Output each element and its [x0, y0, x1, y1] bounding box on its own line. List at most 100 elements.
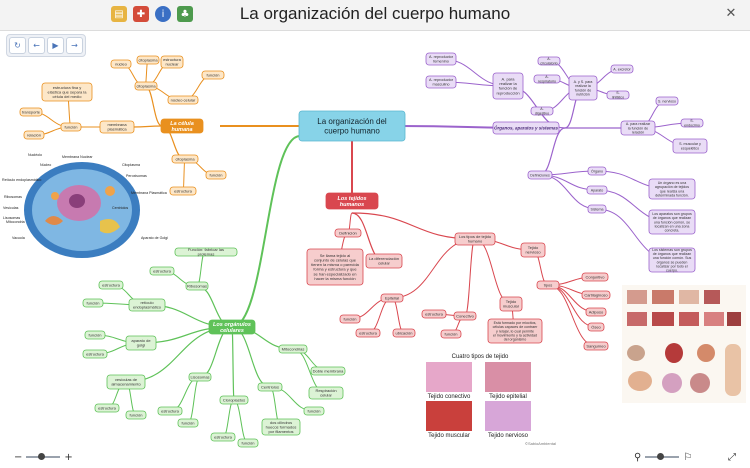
back-icon[interactable]: ←: [28, 37, 45, 54]
organulos-node[interactable]: Mitocondrias: [278, 344, 308, 354]
organulos-node[interactable]: función: [84, 330, 106, 340]
organos-node[interactable]: Sistema: [587, 204, 607, 214]
celula-node[interactable]: citoplasma: [136, 55, 160, 65]
tejidos-node[interactable]: Sanguíneo: [583, 341, 609, 351]
tejidos-node[interactable]: Cartilaginoso: [581, 290, 611, 300]
organulos-node[interactable]: estructura: [82, 349, 108, 359]
celula-node[interactable]: citoplasma: [171, 154, 199, 164]
tejidos-node[interactable]: Epitelial: [380, 293, 404, 303]
zoom-out-icon[interactable]: −: [14, 451, 23, 463]
tejidos-node[interactable]: Está formado por miocitos,células capace…: [487, 318, 543, 344]
tejidos-node[interactable]: estructura: [355, 328, 381, 338]
celula-node[interactable]: núcleo: [110, 59, 132, 69]
organos-node[interactable]: S.linfático: [606, 90, 630, 100]
tejidos-node[interactable]: ubicación: [392, 328, 416, 338]
organulos-node[interactable]: estructura: [98, 280, 124, 290]
tejidos-node[interactable]: Definición: [334, 228, 362, 238]
tejidos-node[interactable]: función: [440, 329, 462, 339]
forward-icon[interactable]: →: [66, 37, 83, 54]
organos-title[interactable]: Órganos, aparatos y sistemas: [492, 121, 560, 135]
tejidos-node[interactable]: tipos: [536, 280, 560, 290]
organulos-node[interactable]: función: [303, 406, 325, 416]
tree-icon[interactable]: ♣: [177, 6, 193, 22]
detail-slider[interactable]: [645, 453, 680, 460]
runner-icon[interactable]: ⚐: [683, 451, 693, 463]
tejidos-node[interactable]: Conjuntivo: [581, 272, 609, 282]
play-icon[interactable]: ▶: [47, 37, 64, 54]
organulos-node[interactable]: estructura: [149, 266, 175, 276]
celula-node[interactable]: núcleo celular: [167, 95, 199, 105]
zoom-slider[interactable]: [26, 453, 61, 460]
organos-node[interactable]: A. excretor: [610, 64, 634, 74]
organulos-node[interactable]: estructura: [210, 432, 236, 442]
tejidos-node[interactable]: Conectivo: [453, 311, 477, 321]
organos-node[interactable]: Órgano: [587, 166, 607, 176]
celula-node[interactable]: función: [205, 170, 227, 180]
organulos-node[interactable]: función: [82, 298, 104, 308]
organulos-node[interactable]: Centriolos: [257, 382, 283, 392]
fullscreen-icon[interactable]: ⤢: [728, 451, 736, 463]
organulos-node[interactable]: Cloroplastos: [219, 395, 249, 405]
tejidos-node[interactable]: Óseo: [587, 322, 605, 332]
person-icon[interactable]: ⚲: [634, 451, 642, 463]
organos-node[interactable]: S.endocrino: [680, 118, 704, 128]
puzzle-icon[interactable]: ✚: [133, 6, 149, 22]
info-icon[interactable]: i: [155, 6, 171, 22]
organos-node[interactable]: A.circulatorio: [537, 56, 561, 66]
organulos-node[interactable]: Lisosomas: [188, 372, 212, 382]
tejidos-node[interactable]: función: [339, 314, 361, 324]
celula-node[interactable]: transporte: [19, 107, 43, 117]
celula-node[interactable]: relación: [23, 130, 45, 140]
zoom-in-icon[interactable]: +: [64, 451, 73, 463]
organos-node[interactable]: Aparato: [586, 185, 608, 195]
organulos-node[interactable]: Doble membrana: [310, 366, 346, 376]
celula-node[interactable]: función: [201, 70, 225, 80]
organos-node[interactable]: Definiciones: [527, 170, 553, 180]
organos-node[interactable]: A.digestivo: [530, 106, 554, 116]
refresh-icon[interactable]: ↻: [9, 37, 26, 54]
notes-icon[interactable]: ▤: [111, 6, 127, 22]
tejidos-node[interactable]: Adiposo: [585, 307, 607, 317]
zoom-slider-handle[interactable]: [38, 453, 46, 460]
organulos-node[interactable]: estructura: [157, 406, 183, 416]
organulos-node[interactable]: Ribosomas: [185, 281, 209, 291]
organulos-node[interactable]: función: [237, 438, 259, 448]
close-icon[interactable]: ✕: [725, 6, 737, 21]
organulos-node[interactable]: estructura: [94, 403, 120, 413]
organos-node[interactable]: S. nervioso: [655, 96, 679, 106]
tejidos-node[interactable]: estructura: [421, 309, 447, 319]
organos-node[interactable]: A.respiratorio: [533, 74, 561, 84]
celula-node[interactable]: estructura: [169, 186, 197, 196]
detail-slider-handle[interactable]: [657, 453, 665, 460]
organulos-node[interactable]: función: [125, 410, 147, 420]
celula-node[interactable]: función: [60, 122, 82, 132]
organulos-node[interactable]: función: [177, 418, 199, 428]
